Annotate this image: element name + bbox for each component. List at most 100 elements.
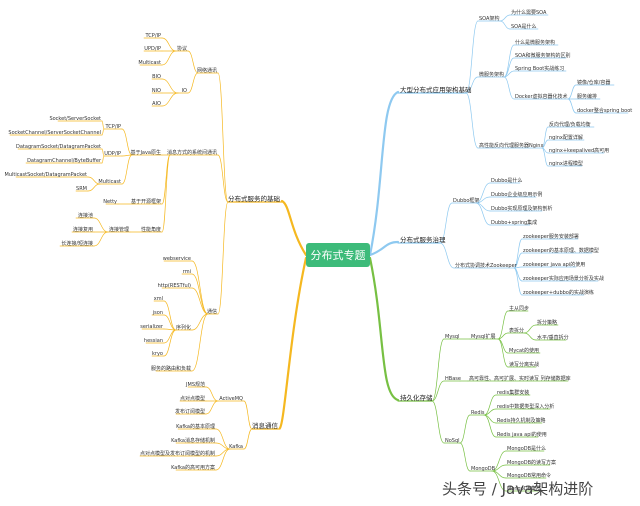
micro-item-diff[interactable]: SOA和微服务架构的区别 (515, 52, 570, 59)
mongo-item-what[interactable]: MongoDB是什么 (507, 445, 546, 452)
nginx-node[interactable]: 高性能反向代理服务器Nginx (479, 142, 543, 149)
redis-item-api[interactable]: Redis java api的使用 (497, 431, 547, 438)
activemq-node[interactable]: ActiveMQ (219, 396, 243, 402)
java-tcp-channel[interactable]: SocketChannel/ServerSocketChannel (8, 130, 101, 136)
java-tcp-node[interactable]: TCP/IP (105, 124, 121, 130)
net-node[interactable]: 网络通讯 (197, 67, 217, 74)
branch-blue-title[interactable]: 大型分布式应用架构基础 (400, 85, 472, 94)
java-multicast-node[interactable]: Multicast (98, 179, 121, 185)
dubbo-item-demo[interactable]: Dubbo企业级应用示例 (491, 191, 542, 198)
zk-item-install[interactable]: zookeeper服务安装部署 (523, 233, 579, 240)
soa-node[interactable]: SOA架构 (479, 15, 499, 22)
kafka-item-models[interactable]: 点对点模型及发布订阅模型的机制 (140, 450, 215, 457)
mysql-split-hv[interactable]: 水平/垂直拆分 (537, 334, 569, 341)
redis-item-types[interactable]: redis中数据类型深入分析 (497, 403, 554, 410)
serial-item-json[interactable]: json (152, 310, 163, 316)
dubbo-item-what[interactable]: Dubbo是什么 (491, 177, 522, 184)
docker-item-image[interactable]: 镜像/仓库/容器 (577, 79, 610, 86)
micro-node[interactable]: 微服务架构 (479, 71, 504, 78)
activemq-item-pubsub[interactable]: 发布订阅模型 (175, 408, 205, 415)
mysql-item-sync[interactable]: 主从同步 (509, 305, 529, 312)
io-item-nio[interactable]: NIO (152, 88, 161, 94)
proto-item-tcp[interactable]: TCP/IP (145, 33, 161, 39)
proto-item-multicast[interactable]: Multicast (138, 60, 161, 66)
activemq-item-p2p[interactable]: 点对点模型 (180, 395, 205, 402)
mysql-split-strategy[interactable]: 拆分策略 (537, 319, 557, 326)
comm-node[interactable]: 通信 (207, 308, 217, 315)
java-conn-pool[interactable]: 连接池 (78, 212, 93, 219)
java-conn-node[interactable]: 连接管理 (109, 226, 129, 233)
zk-item-model[interactable]: zookeeper的基本原理、数据模型 (523, 247, 599, 254)
proto-node[interactable]: 协议 (177, 45, 187, 52)
serial-node[interactable]: 序列化 (176, 324, 191, 331)
kafka-node[interactable]: Kafka (229, 444, 243, 450)
java-udp-socket[interactable]: DatagramSocket/DatagramPacket (16, 144, 101, 150)
mongo-item-rw[interactable]: MongoDB的读写方案 (507, 459, 556, 466)
zk-item-scene[interactable]: zookeeper实际应用场景分析及实战 (523, 275, 604, 282)
java-multicast-srm[interactable]: SRM (76, 186, 87, 192)
dubbo-item-impl[interactable]: Dubbo实现原理及架构剖析 (491, 205, 552, 212)
redis-node[interactable]: Redis (471, 410, 485, 416)
zk-item-api[interactable]: zookeeper java api的使用 (523, 261, 585, 268)
branch-gov-title[interactable]: 分布式服务治理 (400, 235, 446, 244)
java-tcp-socket[interactable]: Socket/ServerSocket (49, 116, 101, 122)
io-node[interactable]: IO (182, 88, 187, 94)
dubbo-node[interactable]: Dubbo框架 (453, 197, 479, 204)
nginx-item-proc[interactable]: nginx进程模型 (549, 160, 583, 167)
java-udp-channel[interactable]: DatagramChannel/ByteBuffer (27, 158, 102, 164)
docker-item-compose[interactable]: 服务编排 (577, 93, 597, 100)
mongo-node[interactable]: MongoDB (471, 466, 496, 472)
mysql-ext-node[interactable]: Mysql扩展 (471, 333, 495, 340)
proto-item-udp[interactable]: UPD/IP (144, 46, 161, 52)
mysql-node[interactable]: Mysql (445, 334, 459, 340)
zk-node[interactable]: 分布式协调技术Zookeeper (455, 262, 518, 269)
kafka-item-storage[interactable]: Kafka消息存储机制 (171, 437, 215, 444)
io-item-aio[interactable]: AIO (152, 101, 161, 107)
soa-item-why[interactable]: 为什么需要SOA (511, 9, 547, 16)
branch-persist-title[interactable]: 持久化存储 (400, 393, 433, 402)
mysql-item-mycat[interactable]: Mycat的使用 (509, 347, 539, 354)
serial-item-serializer[interactable]: serializer (140, 324, 164, 330)
redis-item-install[interactable]: redis集群安装 (497, 389, 529, 396)
java-multicast-socket[interactable]: MulticastSocket/DatagramPacket (5, 172, 88, 178)
comm-item-rmi[interactable]: rmi (183, 269, 191, 275)
nginx-item-conf[interactable]: nginx配置详解 (549, 134, 583, 141)
comm-item-route[interactable]: 服务的路由和负载 (151, 365, 191, 372)
mysql-item-rw[interactable]: 读写分离实战 (509, 361, 539, 368)
branch-msg-title[interactable]: 消息通信 (252, 421, 279, 430)
docker-item-spring[interactable]: docker整合spring boot (577, 107, 632, 114)
hbase-node[interactable]: HBase (445, 376, 461, 382)
mysql-split-node[interactable]: 表拆分 (509, 327, 524, 334)
serial-item-kryo[interactable]: kryo (152, 351, 163, 357)
redis-item-persist[interactable]: Redis持久机制及策略 (497, 417, 546, 424)
java-conn-long[interactable]: 长连接/短连接 (61, 240, 93, 247)
nginx-item-ha[interactable]: nginx+keepalived高可用 (549, 147, 609, 154)
hbase-item[interactable]: 高可靠性、高可扩展、实时读写 列存储数据库 (469, 375, 571, 382)
nginx-item-proxy[interactable]: 反向代理/负载均衡 (549, 121, 591, 128)
java-conn-reuse[interactable]: 连接复用 (73, 226, 93, 233)
soa-item-what[interactable]: SOA是什么 (511, 23, 536, 30)
nosql-node[interactable]: NoSql (445, 438, 460, 444)
mongo-item-cluster[interactable]: MongoDB集群 (507, 485, 541, 492)
comm-item-http[interactable]: http(RESTful) (158, 283, 191, 289)
serial-item-xml[interactable]: xml (154, 296, 163, 302)
kafka-item-ha[interactable]: Kafka的高可用方案 (171, 464, 215, 471)
comm-item-ws[interactable]: webservice (163, 256, 191, 262)
docker-node[interactable]: Docker虚拟容器化技术 (515, 93, 568, 100)
mongo-item-cmd[interactable]: MongoDB常用命令 (507, 472, 551, 479)
java-udp-node[interactable]: UDP/IP (104, 151, 121, 157)
dubbo-item-spring[interactable]: Dubbo+spring集成 (491, 219, 537, 226)
java-node[interactable]: 消息方式的系统间通讯 (167, 149, 217, 156)
micro-item-what[interactable]: 什么是微服务架构 (515, 39, 555, 46)
root-node[interactable]: 分布式专题 (306, 243, 370, 267)
java-basic-node[interactable]: 基于Java原生 (130, 149, 161, 156)
serial-item-hessian[interactable]: hessian (144, 338, 163, 344)
branch-found-title[interactable]: 分布式服务的基础 (228, 194, 281, 203)
java-perf-node[interactable]: 性能角度 (141, 226, 161, 233)
io-item-bio[interactable]: BIO (152, 74, 161, 80)
activemq-item-jms[interactable]: JMS规范 (185, 381, 205, 388)
java-netty-node[interactable]: 基于开源框架 (131, 198, 161, 205)
zk-item-dubbo[interactable]: zookeeper+dubbo的实战演练 (523, 289, 594, 296)
micro-item-boot[interactable]: Spring Boot实战练习 (515, 65, 564, 72)
kafka-item-principle[interactable]: Kafka的基本原理 (176, 423, 215, 430)
